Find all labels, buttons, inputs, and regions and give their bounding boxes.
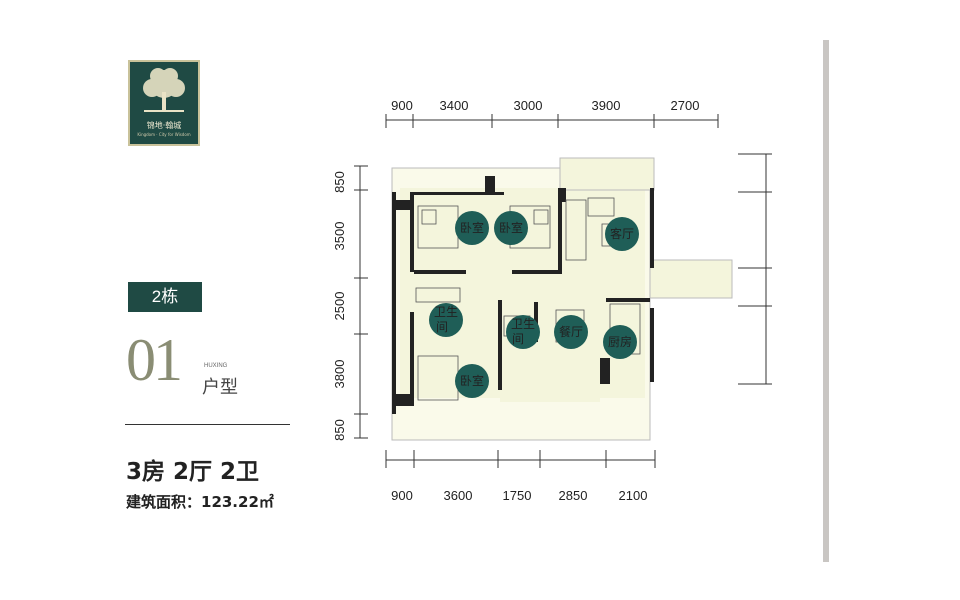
- bottom-dimension-lines: [385, 450, 656, 468]
- dim-bottom-5: 2100: [619, 488, 648, 503]
- dim-bottom-3: 1750: [503, 488, 532, 503]
- dim-top-2: 3400: [440, 98, 469, 113]
- room-label-kitchen: 厨房: [608, 334, 632, 349]
- brand-logo: 锦地·翰城 Kingdom · City for Wisdom: [128, 60, 200, 146]
- building-area: 建筑面积：123.22㎡: [126, 493, 274, 511]
- room-label-bath-2-bottom: 间: [512, 332, 524, 346]
- room-marker-kitchen: [603, 325, 637, 359]
- dim-bottom-2: 3600: [444, 488, 473, 503]
- dim-left-1: 850: [332, 171, 347, 193]
- room-label-bedroom-3: 卧室: [460, 373, 484, 388]
- dim-left-2: 3500: [332, 222, 347, 251]
- room-label-bath-1-top: 卫生: [434, 305, 458, 319]
- room-label-bath-2-top: 卫生: [511, 317, 535, 331]
- dim-top-5: 2700: [671, 98, 700, 113]
- vertical-divider: [823, 40, 829, 562]
- brand-subtitle: Kingdom · City for Wisdom: [137, 132, 191, 137]
- room-marker-bedroom-3: [455, 364, 489, 398]
- divider-rule: [125, 424, 290, 425]
- dim-bottom-4: 2850: [559, 488, 588, 503]
- brand-name: 锦地·翰城: [146, 121, 182, 130]
- right-dimension-lines: [738, 153, 772, 385]
- room-marker-living: [605, 217, 639, 251]
- layout-summary: 3房 2厅 2卫: [126, 459, 260, 485]
- left-dimension-lines: [354, 165, 368, 439]
- dim-top-4: 3900: [592, 98, 621, 113]
- dim-top-3: 3000: [514, 98, 543, 113]
- dim-left-4: 3800: [332, 360, 347, 389]
- dim-top-1: 900: [391, 98, 413, 113]
- dim-left-5: 850: [332, 419, 347, 441]
- walls: [392, 176, 654, 414]
- room-label-bedroom-2: 卧室: [499, 220, 523, 235]
- building-badge: 2栋: [128, 282, 202, 312]
- room-label-dining: 餐厅: [559, 324, 583, 339]
- unit-number: 01: [126, 327, 183, 393]
- room-marker-bedroom-2: [494, 211, 528, 245]
- dim-left-3: 2500: [332, 292, 347, 321]
- room-marker-bath-1: [429, 303, 463, 337]
- room-marker-bath-2: [506, 315, 540, 349]
- floor-plan: 卧室 卧室 客厅 卫生 间 卫生 间 餐厅 厨房 卧室 900 3400 300…: [332, 98, 772, 503]
- room-label-living: 客厅: [610, 226, 634, 241]
- tree-icon: [143, 68, 185, 112]
- room-marker-bedroom-1: [455, 211, 489, 245]
- room-markers: [429, 211, 639, 398]
- unit-huxing-en: HUXING: [204, 363, 228, 369]
- room-label-bath-1-bottom: 间: [436, 320, 448, 334]
- room-marker-dining: [554, 315, 588, 349]
- unit-label: 户型: [202, 377, 238, 398]
- dim-bottom-1: 900: [391, 488, 413, 503]
- top-dimension-lines: [385, 114, 719, 128]
- room-label-bedroom-1: 卧室: [460, 220, 484, 235]
